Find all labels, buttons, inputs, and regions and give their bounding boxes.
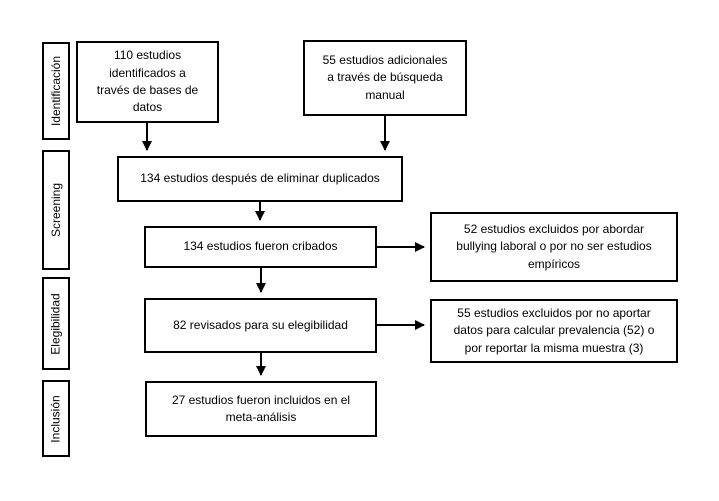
stage-label-elegibilidad: Elegibilidad [49, 292, 64, 355]
box-after-duplicates-removed: 134 estudios después de eliminar duplica… [117, 156, 403, 202]
box-studies-screened: 134 estudios fueron cribados [144, 226, 377, 268]
box-reviewed-eligibility: 82 revisados para su elegibilidad [144, 298, 377, 353]
box-additional-manual-search-text: 55 estudios adicionales a través de búsq… [322, 52, 448, 102]
box-included-meta-analysis-text: 27 estudios fueron incluidos en el meta-… [171, 392, 351, 424]
box-identified-databases-text: 110 estudios identificados a través de b… [96, 48, 199, 115]
box-after-duplicates-removed-text: 134 estudios después de eliminar duplica… [140, 171, 380, 186]
box-included-meta-analysis: 27 estudios fueron incluidos en el meta-… [145, 381, 377, 437]
box-additional-manual-search: 55 estudios adicionales a través de búsq… [303, 40, 467, 116]
stage-box-screening: Screening [42, 150, 70, 270]
stage-label-identificacion: Identificación [49, 55, 64, 127]
stage-label-screening: Screening [49, 182, 64, 238]
stage-box-identificacion: Identificación [42, 42, 70, 140]
box-identified-databases: 110 estudios identificados a través de b… [76, 41, 219, 123]
stage-label-inclusion: Inclusión [49, 394, 63, 443]
box-excluded-screening-text: 52 estudios excluidos por abordar bullyi… [456, 221, 652, 271]
box-excluded-eligibility: 55 estudios excluidos por no aportar dat… [430, 299, 678, 363]
box-studies-screened-text: 134 estudios fueron cribados [183, 239, 338, 254]
box-excluded-screening: 52 estudios excluidos por abordar bullyi… [430, 212, 678, 282]
box-excluded-eligibility-text: 55 estudios excluidos por no aportar dat… [453, 305, 655, 355]
stage-box-elegibilidad: Elegibilidad [42, 277, 70, 370]
box-reviewed-eligibility-text: 82 revisados para su elegibilidad [173, 317, 348, 332]
stage-box-inclusion: Inclusión [42, 380, 70, 457]
